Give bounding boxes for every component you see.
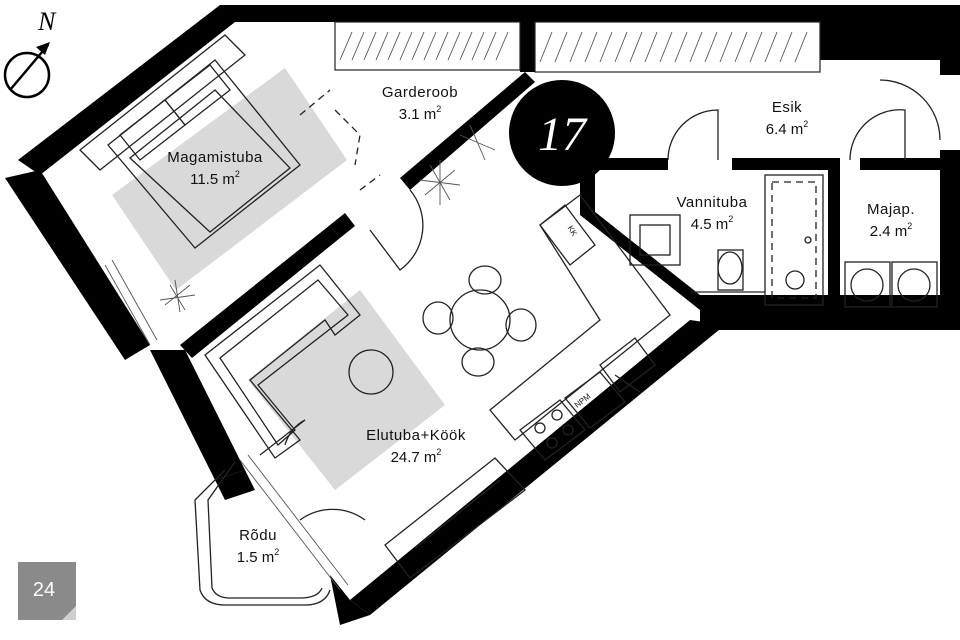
svg-text:Vannituba: Vannituba	[677, 194, 748, 211]
balcony	[194, 461, 331, 606]
wardrobe-garderoob	[334, 21, 521, 71]
svg-text:4.5 m2: 4.5 m2	[691, 214, 734, 233]
bathroom-fixtures	[629, 174, 824, 306]
kk-label: KK	[566, 224, 580, 238]
room-label-garderoob: Garderoob 3.1 m2	[382, 84, 458, 123]
compass-arrow-icon	[36, 42, 50, 55]
dining-set	[422, 265, 537, 377]
room-label-elutuba: Elutuba+Köök 24.7 m2	[366, 427, 466, 466]
svg-text:Rõdu: Rõdu	[239, 527, 277, 544]
svg-text:6.4 m2: 6.4 m2	[766, 119, 809, 138]
svg-text:Magamistuba: Magamistuba	[167, 149, 263, 166]
svg-text:3.1 m2: 3.1 m2	[399, 104, 442, 123]
svg-text:Esik: Esik	[772, 99, 802, 116]
double-bed	[79, 34, 301, 249]
walls	[5, 5, 960, 625]
apartment-number: 17	[538, 108, 588, 161]
coffee-table	[348, 349, 394, 395]
svg-text:2.4 m2: 2.4 m2	[870, 221, 913, 240]
room-label-esik: Esik 6.4 m2	[766, 99, 809, 138]
svg-text:11.5 m2: 11.5 m2	[190, 169, 240, 188]
room-label-rodu: Rõdu 1.5 m2	[237, 527, 280, 566]
svg-text:Garderoob: Garderoob	[382, 84, 458, 101]
room-label-majap: Majap. 2.4 m2	[867, 201, 915, 240]
plant-bedroom	[159, 279, 196, 313]
page-number: 24	[33, 579, 55, 601]
svg-text:Elutuba+Köök: Elutuba+Köök	[366, 427, 466, 444]
compass-north-label: N	[37, 7, 57, 36]
svg-text:24.7 m2: 24.7 m2	[391, 447, 442, 466]
bedroom-rug	[112, 68, 347, 290]
plant-living	[419, 124, 496, 205]
compass-circle-icon	[3, 51, 51, 99]
living-rug	[248, 290, 445, 490]
tv-bench	[384, 457, 526, 579]
kitchen-counter: KK NPM	[489, 194, 671, 461]
svg-text:1.5 m2: 1.5 m2	[237, 547, 280, 566]
compass: N	[3, 7, 57, 99]
page-number-badge: 24	[18, 562, 76, 620]
room-label-magamistuba: Magamistuba 11.5 m2	[167, 149, 263, 188]
apartment-number-badge: 17	[509, 80, 615, 186]
room-label-vannituba: Vannituba 4.5 m2	[677, 194, 748, 233]
corner-sofa	[204, 264, 361, 459]
wardrobe-esik	[534, 21, 821, 73]
svg-text:Majap.: Majap.	[867, 201, 915, 218]
washing-machines	[844, 261, 938, 308]
